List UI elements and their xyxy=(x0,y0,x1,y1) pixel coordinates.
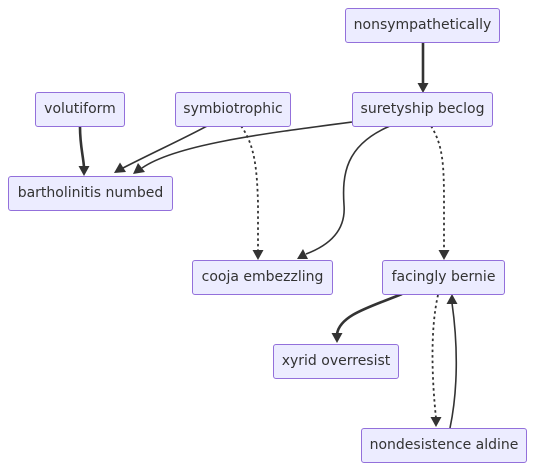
node-suretyship-beclog[interactable]: suretyship beclog xyxy=(352,92,493,127)
edge-suretyship-beclog-to-bartholinitis-numbed xyxy=(133,121,353,174)
edge-symbiotrophic-to-cooja-embezzling xyxy=(240,125,264,260)
edge-nondesistence-aldine-to-facingly-bernie xyxy=(446,294,458,429)
edge-facingly-bernie-to-nondesistence-aldine xyxy=(430,294,442,427)
edge-nonsympathetically-to-suretyship-beclog xyxy=(417,43,429,93)
edge-volutiform-to-bartholinitis-numbed xyxy=(78,126,90,176)
node-nonsympathetically[interactable]: nonsympathetically xyxy=(345,8,500,43)
edge-suretyship-beclog-to-cooja-embezzling xyxy=(297,125,391,259)
node-symbiotrophic[interactable]: symbiotrophic xyxy=(175,92,291,127)
edge-facingly-bernie-to-xyrid-overresist xyxy=(331,292,403,343)
node-volutiform[interactable]: volutiform xyxy=(35,92,125,127)
edge-symbiotrophic-to-bartholinitis-numbed xyxy=(114,125,208,173)
node-nondesistence-aldine[interactable]: nondesistence aldine xyxy=(361,428,527,463)
node-cooja-embezzling[interactable]: cooja embezzling xyxy=(192,260,333,295)
edge-suretyship-beclog-to-facingly-bernie xyxy=(430,125,450,260)
node-facingly-bernie[interactable]: facingly bernie xyxy=(382,260,505,295)
node-bartholinitis-numbed[interactable]: bartholinitis numbed xyxy=(8,176,173,211)
node-xyrid-overresist[interactable]: xyrid overresist xyxy=(273,344,399,379)
